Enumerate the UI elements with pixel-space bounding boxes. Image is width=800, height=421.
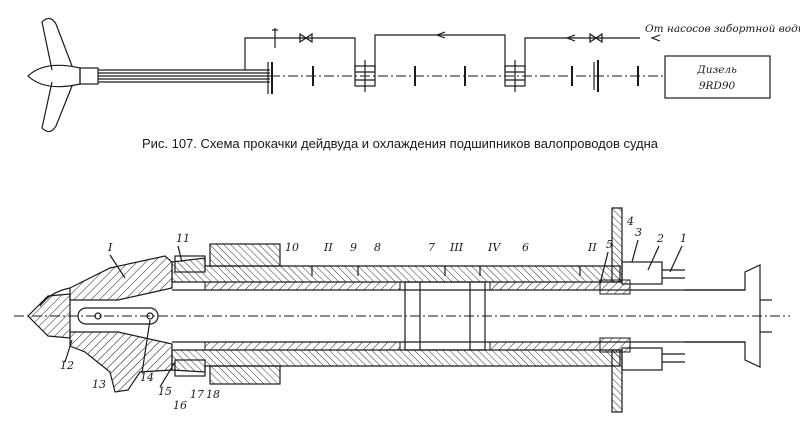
figure-caption: Рис. 107. Схема прокачки дейдвуда и охла… xyxy=(141,136,659,151)
shaft-line xyxy=(79,67,665,85)
label-16: 16 xyxy=(173,399,187,412)
label-7: 7 xyxy=(428,241,435,254)
shaft-bearing xyxy=(354,60,376,92)
label-roman-2b: II xyxy=(587,241,597,254)
label-5: 5 xyxy=(606,238,613,251)
water-pipeline xyxy=(244,28,661,70)
label-2: 2 xyxy=(656,232,664,245)
sterntube-section: 1 2 3 4 5 6 7 8 9 10 11 12 13 14 15 16 1… xyxy=(14,207,790,413)
aft-seal-upper xyxy=(209,243,281,267)
label-3: 3 xyxy=(635,226,642,239)
label-12: 12 xyxy=(60,359,74,372)
engine-box xyxy=(664,55,771,99)
cooling-scheme: Дизель 9RD90 От насосов забортной воды xyxy=(27,17,800,133)
label-roman-3: III xyxy=(449,241,464,254)
engine-label-line1: Дизель xyxy=(696,64,737,76)
label-10: 10 xyxy=(285,241,299,254)
label-13: 13 xyxy=(92,378,106,391)
part-labels: 1 2 3 4 5 6 7 8 9 10 11 12 13 14 15 16 1… xyxy=(60,215,687,412)
label-9: 9 xyxy=(350,241,357,254)
propeller-icon xyxy=(27,17,81,133)
label-8: 8 xyxy=(374,241,381,254)
engine-label-line2: 9RD90 xyxy=(699,80,736,92)
water-source-label: От насосов забортной воды xyxy=(645,23,800,35)
valve-icon xyxy=(299,32,313,44)
label-1: 1 xyxy=(680,232,687,245)
label-14: 14 xyxy=(140,371,154,384)
label-17: 17 xyxy=(190,388,204,401)
valve-icon xyxy=(589,32,603,44)
label-roman-4: IV xyxy=(487,241,501,254)
diesel-engine: Дизель 9RD90 xyxy=(664,55,771,99)
label-15: 15 xyxy=(158,385,172,398)
label-6: 6 xyxy=(522,241,529,254)
label-11: 11 xyxy=(176,232,190,245)
aft-seal-lower xyxy=(209,365,281,385)
label-18: 18 xyxy=(206,388,220,401)
label-roman-1: I xyxy=(107,241,113,254)
shaft-flanges xyxy=(312,60,639,92)
hull-bulkhead xyxy=(611,207,623,413)
propeller-nut xyxy=(27,293,71,339)
shaft-bearing xyxy=(504,60,526,92)
label-roman-2: II xyxy=(323,241,333,254)
label-4: 4 xyxy=(626,215,634,228)
shaft-coupling-flange xyxy=(685,264,772,368)
